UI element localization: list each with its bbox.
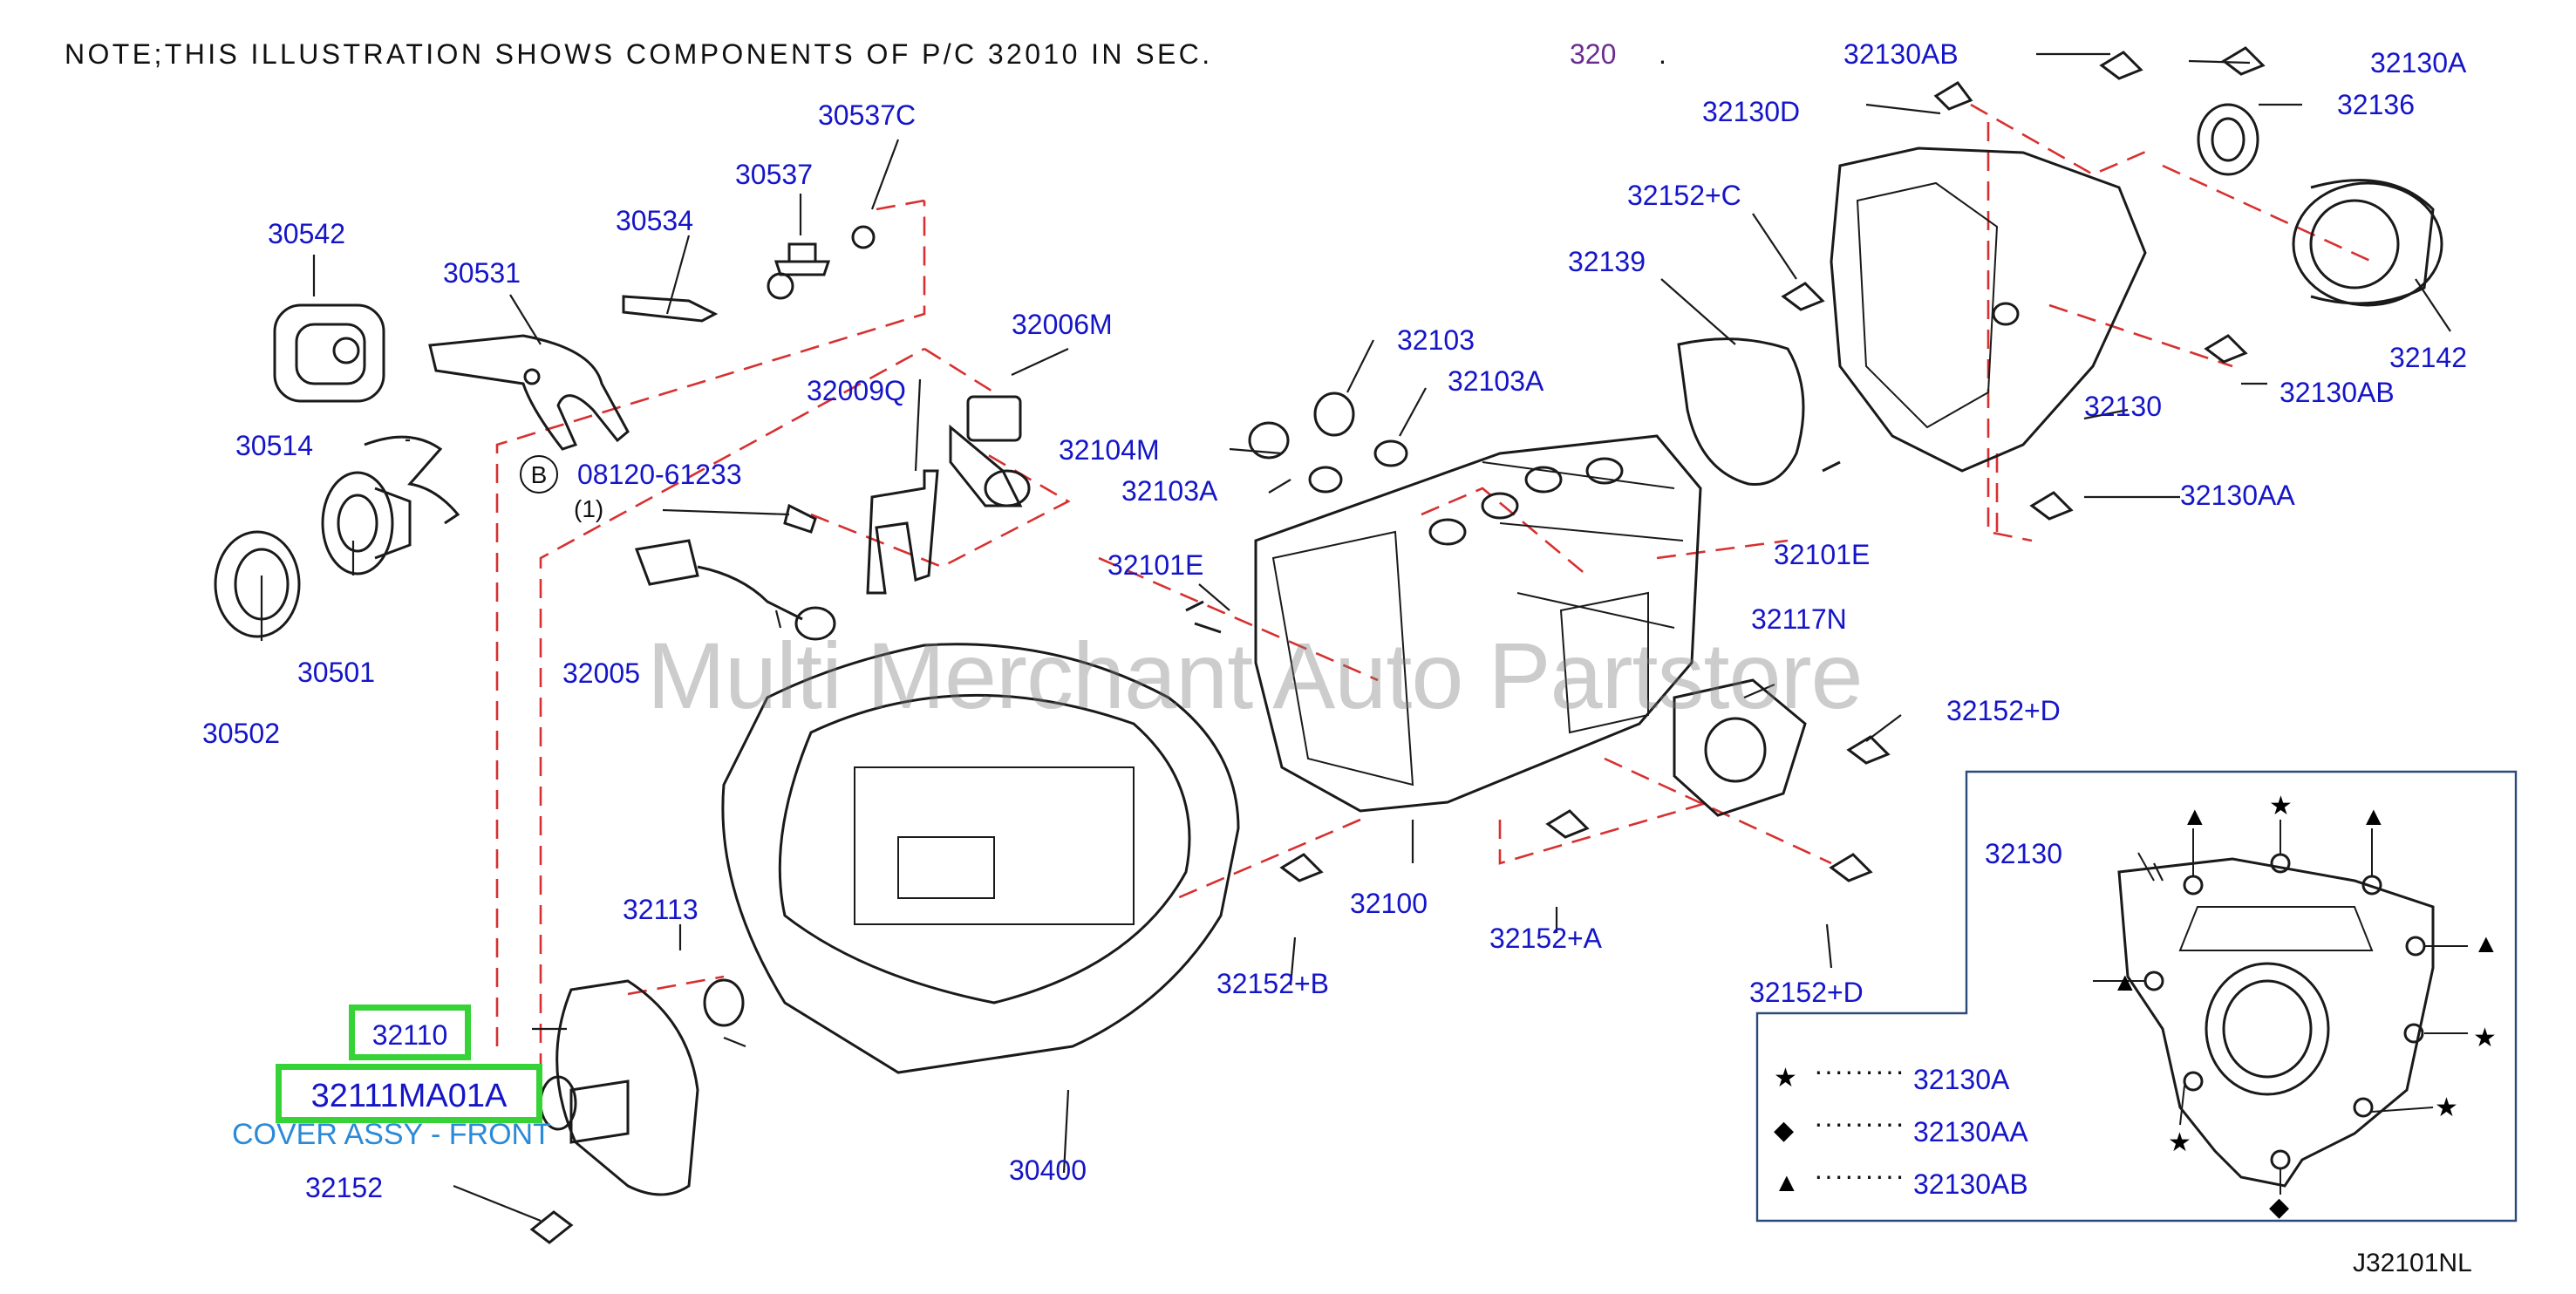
part-32005-shape xyxy=(634,539,836,641)
part-label-32101E-right[interactable]: 32101E xyxy=(1774,539,1871,570)
part-32110-front-cover xyxy=(539,978,745,1196)
legend-diamond-symbol: ◆ xyxy=(1774,1116,1795,1145)
part-plugs-shape xyxy=(1194,392,1408,634)
part-30400-bellhousing xyxy=(721,643,1240,1074)
inset-marker-triangle: ▲ xyxy=(2112,968,2138,997)
legend-star-symbol: ★ xyxy=(1774,1064,1797,1093)
part-label-32111MA01A: 32111MA01A xyxy=(310,1078,508,1114)
part-30502-shape xyxy=(214,530,301,638)
part-label-32009Q[interactable]: 32009Q xyxy=(807,375,906,406)
part-label-32130[interactable]: 32130 xyxy=(2084,391,2162,422)
part-label-32130AA[interactable]: 32130AA xyxy=(2180,480,2295,511)
leader-lines xyxy=(260,52,2451,1222)
part-label-32103[interactable]: 32103 xyxy=(1397,324,1475,356)
inset-frame xyxy=(1755,770,2518,1222)
part-label-32130AB-right[interactable]: 32130AB xyxy=(2280,377,2395,408)
bolt-callout-circle: B xyxy=(520,455,558,494)
part-30534-shape xyxy=(622,295,719,323)
inset-marker-triangle: ▲ xyxy=(2182,802,2208,831)
part-32136-seal xyxy=(2197,103,2259,176)
part-32009Q-shape xyxy=(866,469,939,595)
legend-part-32130AB[interactable]: 32130AB xyxy=(1913,1168,2028,1200)
part-label-32152-D-upper[interactable]: 32152+D xyxy=(1946,695,2061,726)
part-30542-shape xyxy=(273,303,385,403)
part-32130-extension xyxy=(1830,146,2147,473)
part-32117N-cover xyxy=(1673,678,1807,817)
part-label-30534[interactable]: 30534 xyxy=(616,205,693,236)
part-label-32152-D-lower[interactable]: 32152+D xyxy=(1749,977,1864,1008)
bolt-quantity: (1) xyxy=(574,495,604,522)
part-30531-shape xyxy=(428,334,630,451)
legend-triangle-symbol: ▲ xyxy=(1774,1168,1800,1197)
highlighted-part-caption: COVER ASSY - FRONT xyxy=(232,1118,551,1151)
part-label-32130AB-top[interactable]: 32130AB xyxy=(1843,38,1959,70)
part-32142-sleeve xyxy=(2292,179,2443,307)
part-label-32130A[interactable]: 32130A xyxy=(2370,47,2467,78)
part-label-30502[interactable]: 30502 xyxy=(202,718,280,749)
part-30501-shape xyxy=(321,471,412,575)
part-label-32103A-upper[interactable]: 32103A xyxy=(1448,365,1544,397)
part-label-30537C[interactable]: 30537C xyxy=(818,99,917,131)
part-label-32152[interactable]: 32152 xyxy=(305,1172,383,1203)
inset-part-label-32130[interactable]: 32130 xyxy=(1985,838,2062,869)
inset-marker-diamond: ◆ xyxy=(2269,1193,2290,1222)
legend-dots: ········· xyxy=(1814,1160,1905,1191)
legend-dots: ········· xyxy=(1814,1055,1905,1086)
part-label-30537[interactable]: 30537 xyxy=(735,159,813,190)
legend-part-32130A[interactable]: 32130A xyxy=(1913,1064,2010,1095)
diagram-reference-code: J32101NL xyxy=(2353,1249,2472,1277)
illustration-note: NOTE;THIS ILLUSTRATION SHOWS COMPONENTS … xyxy=(65,38,1213,70)
part-label-30514[interactable]: 30514 xyxy=(235,430,313,461)
part-label-32103A-lower[interactable]: 32103A xyxy=(1121,475,1218,507)
highlight-part-32110[interactable]: 32110 xyxy=(349,1005,471,1060)
part-30514-shape xyxy=(364,435,460,525)
part-30537-shape xyxy=(767,225,876,300)
part-label-32152-C[interactable]: 32152+C xyxy=(1627,180,1741,211)
inset-marker-star: ★ xyxy=(2168,1128,2191,1157)
inset-housing-drawing xyxy=(2117,853,2435,1188)
highlight-part-32111MA01A[interactable]: 32111MA01A xyxy=(276,1064,542,1123)
part-label-32101E-left[interactable]: 32101E xyxy=(1107,549,1204,581)
part-label-32100[interactable]: 32100 xyxy=(1350,888,1428,919)
part-label-30531[interactable]: 30531 xyxy=(443,257,521,289)
assembly-lines xyxy=(495,103,2373,1073)
inset-marker-star: ★ xyxy=(2269,792,2293,821)
part-32139-gasket xyxy=(1677,337,1805,487)
part-label-32005[interactable]: 32005 xyxy=(562,657,640,689)
part-bolts-shapes xyxy=(529,46,2266,1244)
part-label-32139[interactable]: 32139 xyxy=(1568,246,1646,277)
part-label-32142[interactable]: 32142 xyxy=(2389,342,2467,373)
part-label-32130D[interactable]: 32130D xyxy=(1702,96,1801,127)
part-label-32117N[interactable]: 32117N xyxy=(1751,603,1847,635)
legend-dots: ········· xyxy=(1814,1107,1905,1139)
note-period: . xyxy=(1659,38,1666,70)
part-label-08120-61233[interactable]: 08120-61233 xyxy=(577,459,742,490)
part-label-32104M[interactable]: 32104M xyxy=(1059,434,1160,466)
part-label-32152-A[interactable]: 32152+A xyxy=(1489,923,1603,954)
part-label-32152-B[interactable]: 32152+B xyxy=(1216,968,1330,999)
part-label-30501[interactable]: 30501 xyxy=(297,657,375,688)
part-label-30400[interactable]: 30400 xyxy=(1009,1154,1087,1186)
part-label-32136[interactable]: 32136 xyxy=(2337,89,2415,120)
part-label-32113[interactable]: 32113 xyxy=(623,894,699,925)
part-label-30542[interactable]: 30542 xyxy=(268,218,345,249)
part-32100-main-case xyxy=(1254,434,1702,813)
watermark: Multi Merchant Auto Partstore xyxy=(647,623,1864,728)
part-bolt-08120-shape xyxy=(783,503,817,534)
part-label-32110: 32110 xyxy=(371,1019,448,1051)
inset-marker-star: ★ xyxy=(2435,1093,2458,1122)
legend-part-32130AA[interactable]: 32130AA xyxy=(1913,1116,2028,1148)
inset-leaders xyxy=(2093,820,2468,1195)
inset-marker-star: ★ xyxy=(2473,1024,2497,1052)
inset-marker-triangle: ▲ xyxy=(2473,930,2499,958)
inset-marker-triangle: ▲ xyxy=(2361,802,2387,831)
bolt-callout-letter: B xyxy=(530,461,548,488)
part-32006M-shape xyxy=(949,395,1031,507)
part-label-32006M[interactable]: 32006M xyxy=(1012,309,1113,340)
section-reference-link[interactable]: 320 xyxy=(1570,38,1617,70)
